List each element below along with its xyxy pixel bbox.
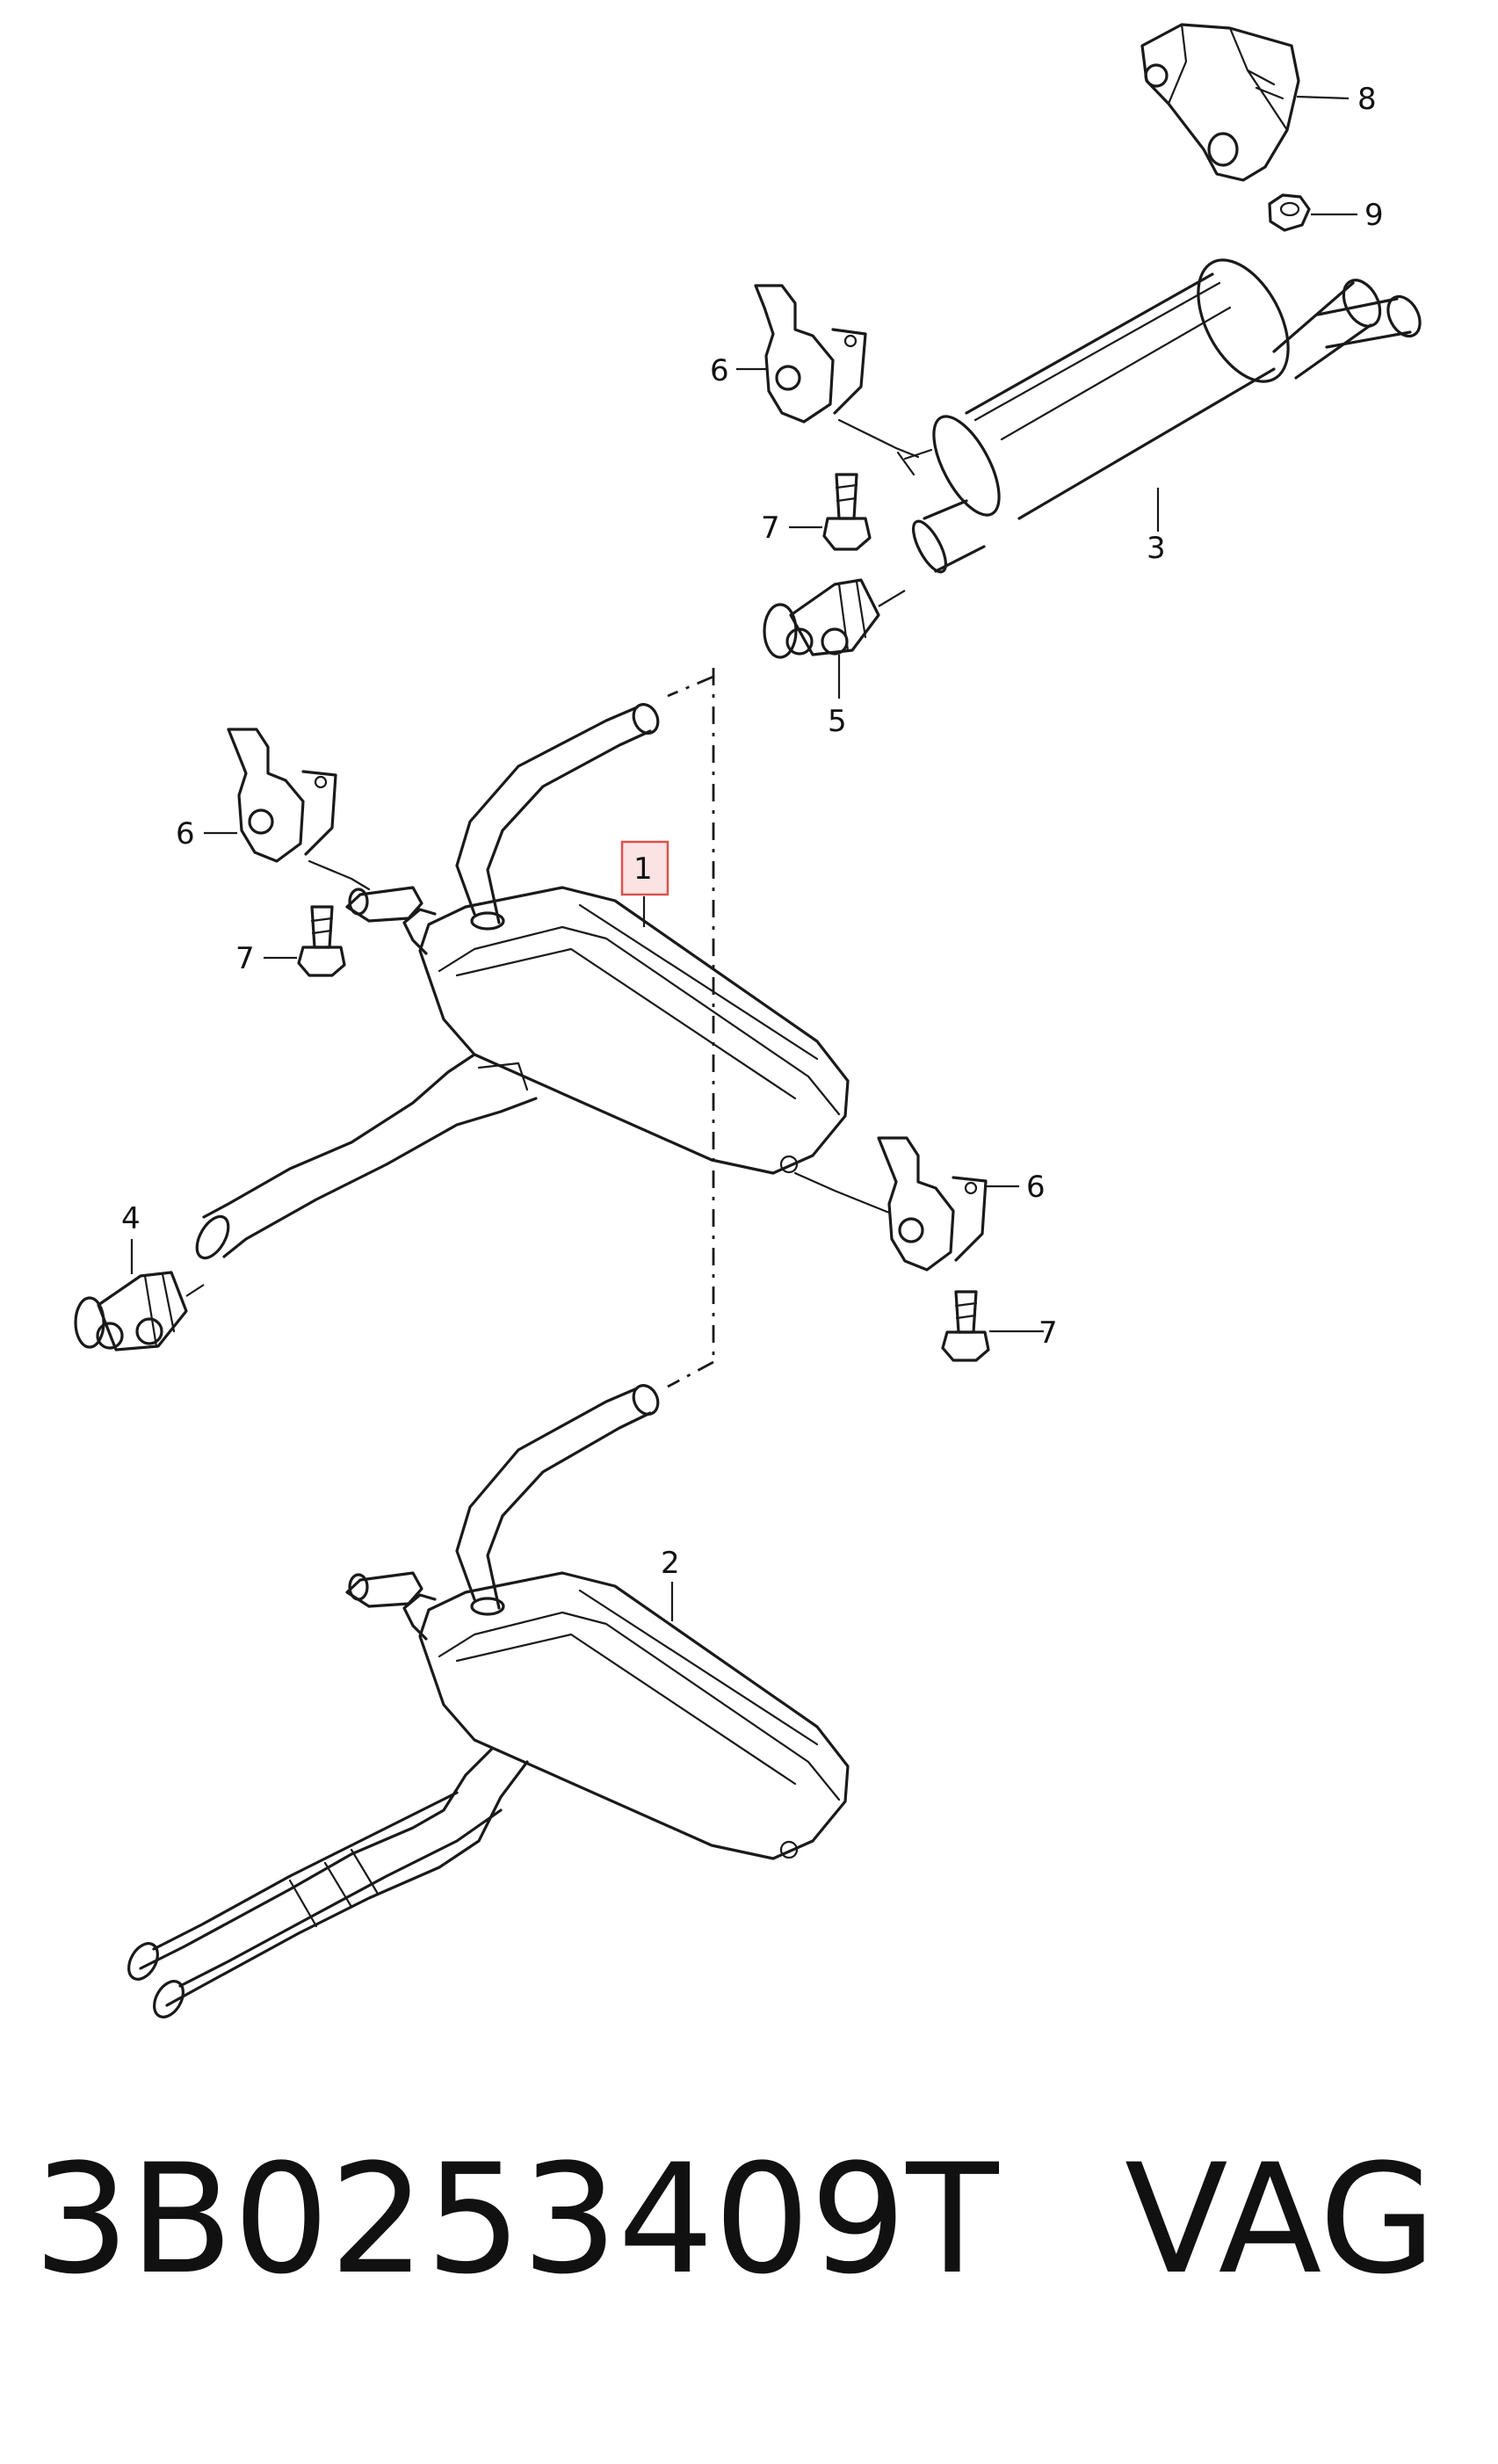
callout-1-highlight	[620, 840, 669, 896]
part-8-bracket	[1140, 23, 1300, 182]
callout-9: 9	[1364, 198, 1384, 233]
part-7-bolt-upper	[822, 473, 872, 551]
part-7-bolt-right	[941, 1290, 990, 1362]
part-7-bolt-left	[297, 905, 346, 977]
callout-7-right: 7	[1038, 1315, 1058, 1351]
part-4-clamp	[74, 1271, 205, 1352]
centerline	[667, 668, 715, 1388]
part-6-rubber-hanger-right	[793, 1136, 988, 1272]
part-2-lower-muffler	[127, 1384, 850, 2018]
callout-1: 1	[633, 852, 653, 887]
part-6-rubber-hanger-left	[227, 728, 371, 891]
callout-2: 2	[661, 1546, 680, 1581]
part-3-rear-muffler	[896, 258, 1422, 574]
callout-5: 5	[828, 704, 847, 739]
part-number: 3B0253409T	[33, 2131, 999, 2308]
part-1-center-muffler	[195, 703, 850, 1260]
callout-6-left: 6	[176, 816, 195, 852]
callout-4: 4	[121, 1201, 141, 1236]
part-6-rubber-hanger-upper	[754, 284, 920, 459]
callout-3: 3	[1147, 531, 1166, 566]
callout-8: 8	[1357, 82, 1377, 117]
callout-6-upper: 6	[710, 353, 729, 388]
callout-7-left: 7	[235, 941, 255, 976]
callout-6-right: 6	[1026, 1170, 1046, 1205]
part-9-nut	[1268, 193, 1311, 232]
part-5-clamp	[763, 578, 906, 659]
brand-name: VAG	[1125, 2131, 1436, 2308]
callout-7-upper: 7	[761, 511, 780, 546]
